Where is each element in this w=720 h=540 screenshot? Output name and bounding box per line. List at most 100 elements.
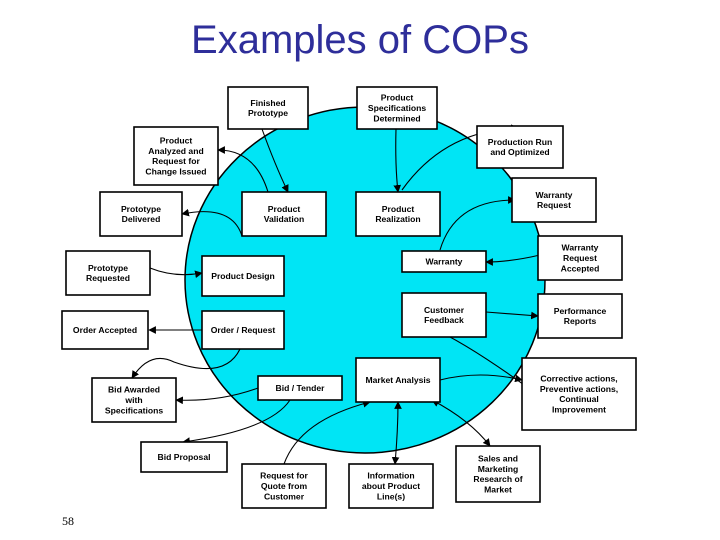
box-label-line: Request for <box>152 156 200 166</box>
box-frame <box>355 357 441 403</box>
box-label-line: Analyzed and <box>148 146 203 156</box>
box-label-line: Bid Awarded <box>108 385 160 395</box>
box-label-line: with <box>124 395 142 405</box>
box-frame <box>140 441 228 473</box>
box-frame <box>537 235 623 281</box>
box-frame <box>91 377 177 423</box>
box-frame <box>356 86 438 130</box>
box-label-line: Specifications <box>368 103 426 113</box>
connector-arrow <box>149 267 203 279</box>
box-label-line: Production Run <box>488 137 552 147</box>
box-label-line: Request <box>563 253 597 263</box>
arrows-layer <box>131 124 541 465</box>
box-label-line: Product <box>381 93 414 103</box>
box-label-line: about Product <box>362 481 420 491</box>
connector-arrow <box>175 387 259 405</box>
box-label-line: Realization <box>375 214 420 224</box>
box-frame <box>61 310 149 350</box>
connector-arrow <box>431 399 491 447</box>
box-frame <box>455 445 541 503</box>
box-label-line: Determined <box>373 113 420 123</box>
box-label-line: Information <box>367 471 414 481</box>
box-frame <box>348 463 434 509</box>
box-bid-proposal: Bid Proposal <box>140 441 228 473</box>
box-label-line: Prototype <box>88 263 128 273</box>
box-label-line: Bid / Tender <box>275 383 325 393</box>
box-frame <box>133 126 219 186</box>
box-warranty: Warranty <box>401 250 487 273</box>
box-label-line: Product <box>382 204 415 214</box>
box-label-line: Improvement <box>552 405 606 415</box>
box-label-line: Requested <box>86 273 130 283</box>
box-label-line: Quote from <box>261 481 308 491</box>
box-label-line: Product <box>268 204 301 214</box>
box-label-line: Prototype <box>121 204 161 214</box>
box-frame <box>401 292 487 338</box>
box-frame <box>511 177 597 223</box>
connector-arrow <box>439 374 523 383</box>
connector-arrow <box>391 401 402 465</box>
connector-arrow <box>182 399 291 445</box>
box-label-line: and Optimized <box>490 147 549 157</box>
box-label-line: Reports <box>564 316 597 326</box>
box-corrective-actions: Corrective actions,Preventive actions,Co… <box>521 357 637 431</box>
box-frame <box>355 191 441 237</box>
box-label-line: Preventive actions, <box>540 384 618 394</box>
connector-arrow <box>283 399 371 465</box>
box-frame <box>476 125 564 169</box>
box-label-line: Change Issued <box>145 167 206 177</box>
box-frame <box>201 255 285 297</box>
box-frame <box>99 191 183 237</box>
box-label-line: Line(s) <box>377 491 405 501</box>
box-label-line: Validation <box>264 214 305 224</box>
box-frame <box>257 375 343 401</box>
box-frame <box>537 293 623 339</box>
box-product-design: Product Design <box>201 255 285 297</box>
box-bid-tender: Bid / Tender <box>257 375 343 401</box>
box-label-line: Accepted <box>561 263 600 273</box>
box-label-line: Feedback <box>424 315 464 325</box>
connector-arrow <box>485 311 539 320</box>
box-label-line: Market Analysis <box>365 375 430 385</box>
slide-title: Examples of COPs <box>191 18 529 62</box>
connector-arrow <box>439 196 516 251</box>
box-label-line: Warranty <box>426 257 463 267</box>
connector-arrow <box>261 128 289 193</box>
box-label-line: Prototype <box>248 108 288 118</box>
box-frame <box>241 191 327 237</box>
box-label-line: Bid Proposal <box>157 452 210 462</box>
box-label-line: Specifications <box>105 405 163 415</box>
box-frame <box>201 310 285 350</box>
box-label-line: Warranty <box>536 190 573 200</box>
connector-arrow <box>217 146 269 193</box>
box-frame <box>227 86 309 130</box>
box-frame <box>521 357 637 431</box>
box-label-line: Delivered <box>122 214 161 224</box>
box-order-accepted: Order Accepted <box>61 310 149 350</box>
box-frame <box>241 463 327 509</box>
connector-arrow <box>181 208 243 237</box>
connector-arrow <box>131 348 241 379</box>
box-label-line: Product <box>160 135 193 145</box>
box-label-line: Finished <box>250 98 285 108</box>
box-label-line: Continual <box>559 394 599 404</box>
box-label-line: Request for <box>260 471 308 481</box>
box-market-analysis: Market Analysis <box>355 357 441 403</box>
box-label-line: Order Accepted <box>73 325 137 335</box>
box-label-line: Sales and <box>478 453 518 463</box>
box-label-line: Order / Request <box>211 325 276 335</box>
box-label-line: Research of <box>473 474 522 484</box>
